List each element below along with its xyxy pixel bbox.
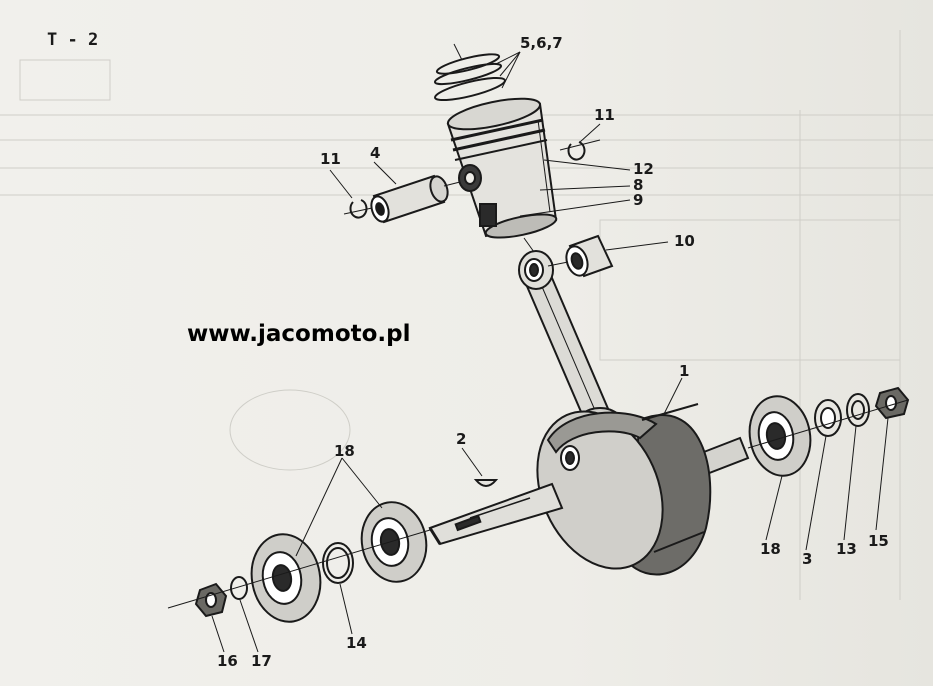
circlips (349, 141, 586, 219)
lock-washer-17 (230, 576, 248, 600)
woodruff-key (473, 479, 499, 487)
lock-washer-13 (846, 393, 870, 427)
main-bearing-right (748, 395, 812, 477)
callout-leader-lines (211, 51, 889, 653)
piston (446, 97, 558, 239)
callout-8: 8 (633, 176, 644, 194)
callout-15: 15 (868, 532, 889, 550)
main-bearing-left-inner (360, 501, 428, 583)
assembly-axis-lines (167, 139, 909, 609)
washer-3 (814, 399, 842, 437)
callout-3: 3 (802, 550, 813, 568)
nut-15 (874, 386, 910, 420)
website-watermark: www.jacomoto.pl (187, 321, 411, 347)
piston-pin (370, 174, 449, 224)
callout-18-right: 18 (760, 540, 781, 558)
callout-9: 9 (633, 191, 644, 209)
callout-16: 16 (217, 652, 238, 670)
callout-14: 14 (346, 634, 367, 652)
callout-10: 10 (674, 232, 695, 250)
callout-17: 17 (251, 652, 272, 670)
callout-13: 13 (836, 540, 857, 558)
sheet-code: T - 2 (47, 30, 99, 50)
piston-rings (433, 43, 506, 102)
callout-11-left: 11 (320, 150, 341, 168)
small-end-needle-bearing (565, 234, 614, 278)
callout-18-left: 18 (334, 442, 355, 460)
callout-11-top: 11 (594, 106, 615, 124)
crankshaft (428, 403, 750, 576)
shim-14 (322, 542, 354, 584)
callout-5-6-7: 5,6,7 (520, 34, 563, 52)
main-bearing-left-outer (250, 533, 322, 623)
callout-2: 2 (456, 430, 467, 448)
callout-1: 1 (679, 362, 690, 380)
callout-12: 12 (633, 160, 654, 178)
callout-4: 4 (370, 144, 381, 162)
nut-16 (194, 582, 228, 618)
